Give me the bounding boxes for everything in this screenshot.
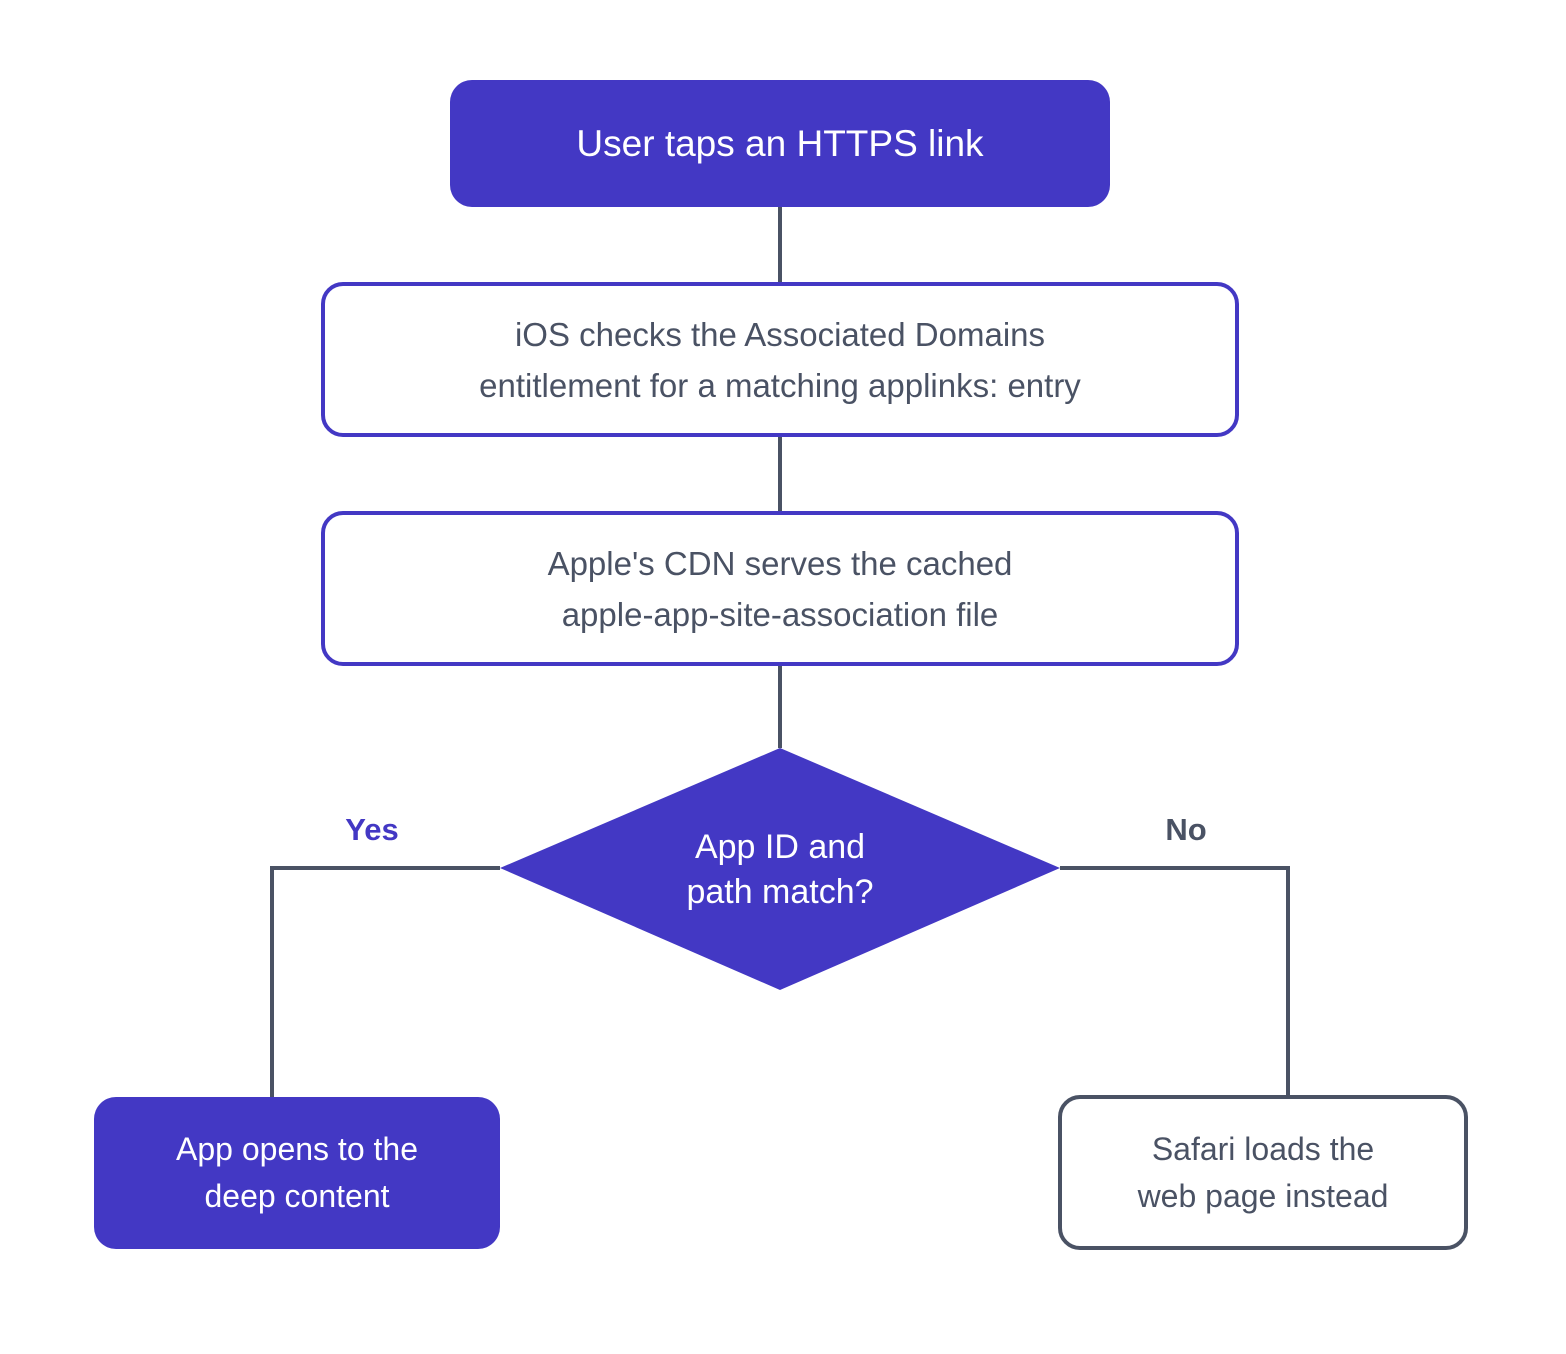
- decision-label: App ID and path match?: [686, 828, 874, 911]
- no-result-label: Safari loads the web page instead: [1137, 1130, 1389, 1214]
- cdn-serves-node: Apple's CDN serves the cached apple-app-…: [321, 511, 1239, 666]
- branch-label-yes: Yes: [345, 812, 399, 847]
- connector-decision-no: [1060, 866, 1290, 1095]
- no-result-node: Safari loads the web page instead: [1058, 1095, 1468, 1250]
- start-node-label: User taps an HTTPS link: [576, 122, 984, 164]
- connector-decision-yes: [270, 866, 500, 1097]
- branch-label-no: No: [1165, 812, 1207, 847]
- cdn-serves-label: Apple's CDN serves the cached apple-app-…: [547, 544, 1013, 633]
- start-node: User taps an HTTPS link: [450, 80, 1110, 207]
- decision-diamond: [500, 748, 1060, 990]
- yes-result-node: App opens to the deep content: [94, 1097, 500, 1249]
- yes-result-label: App opens to the deep content: [176, 1131, 418, 1214]
- check-entitlement-label: iOS checks the Associated Domains entitl…: [479, 315, 1081, 404]
- check-entitlement-node: iOS checks the Associated Domains entitl…: [321, 282, 1239, 437]
